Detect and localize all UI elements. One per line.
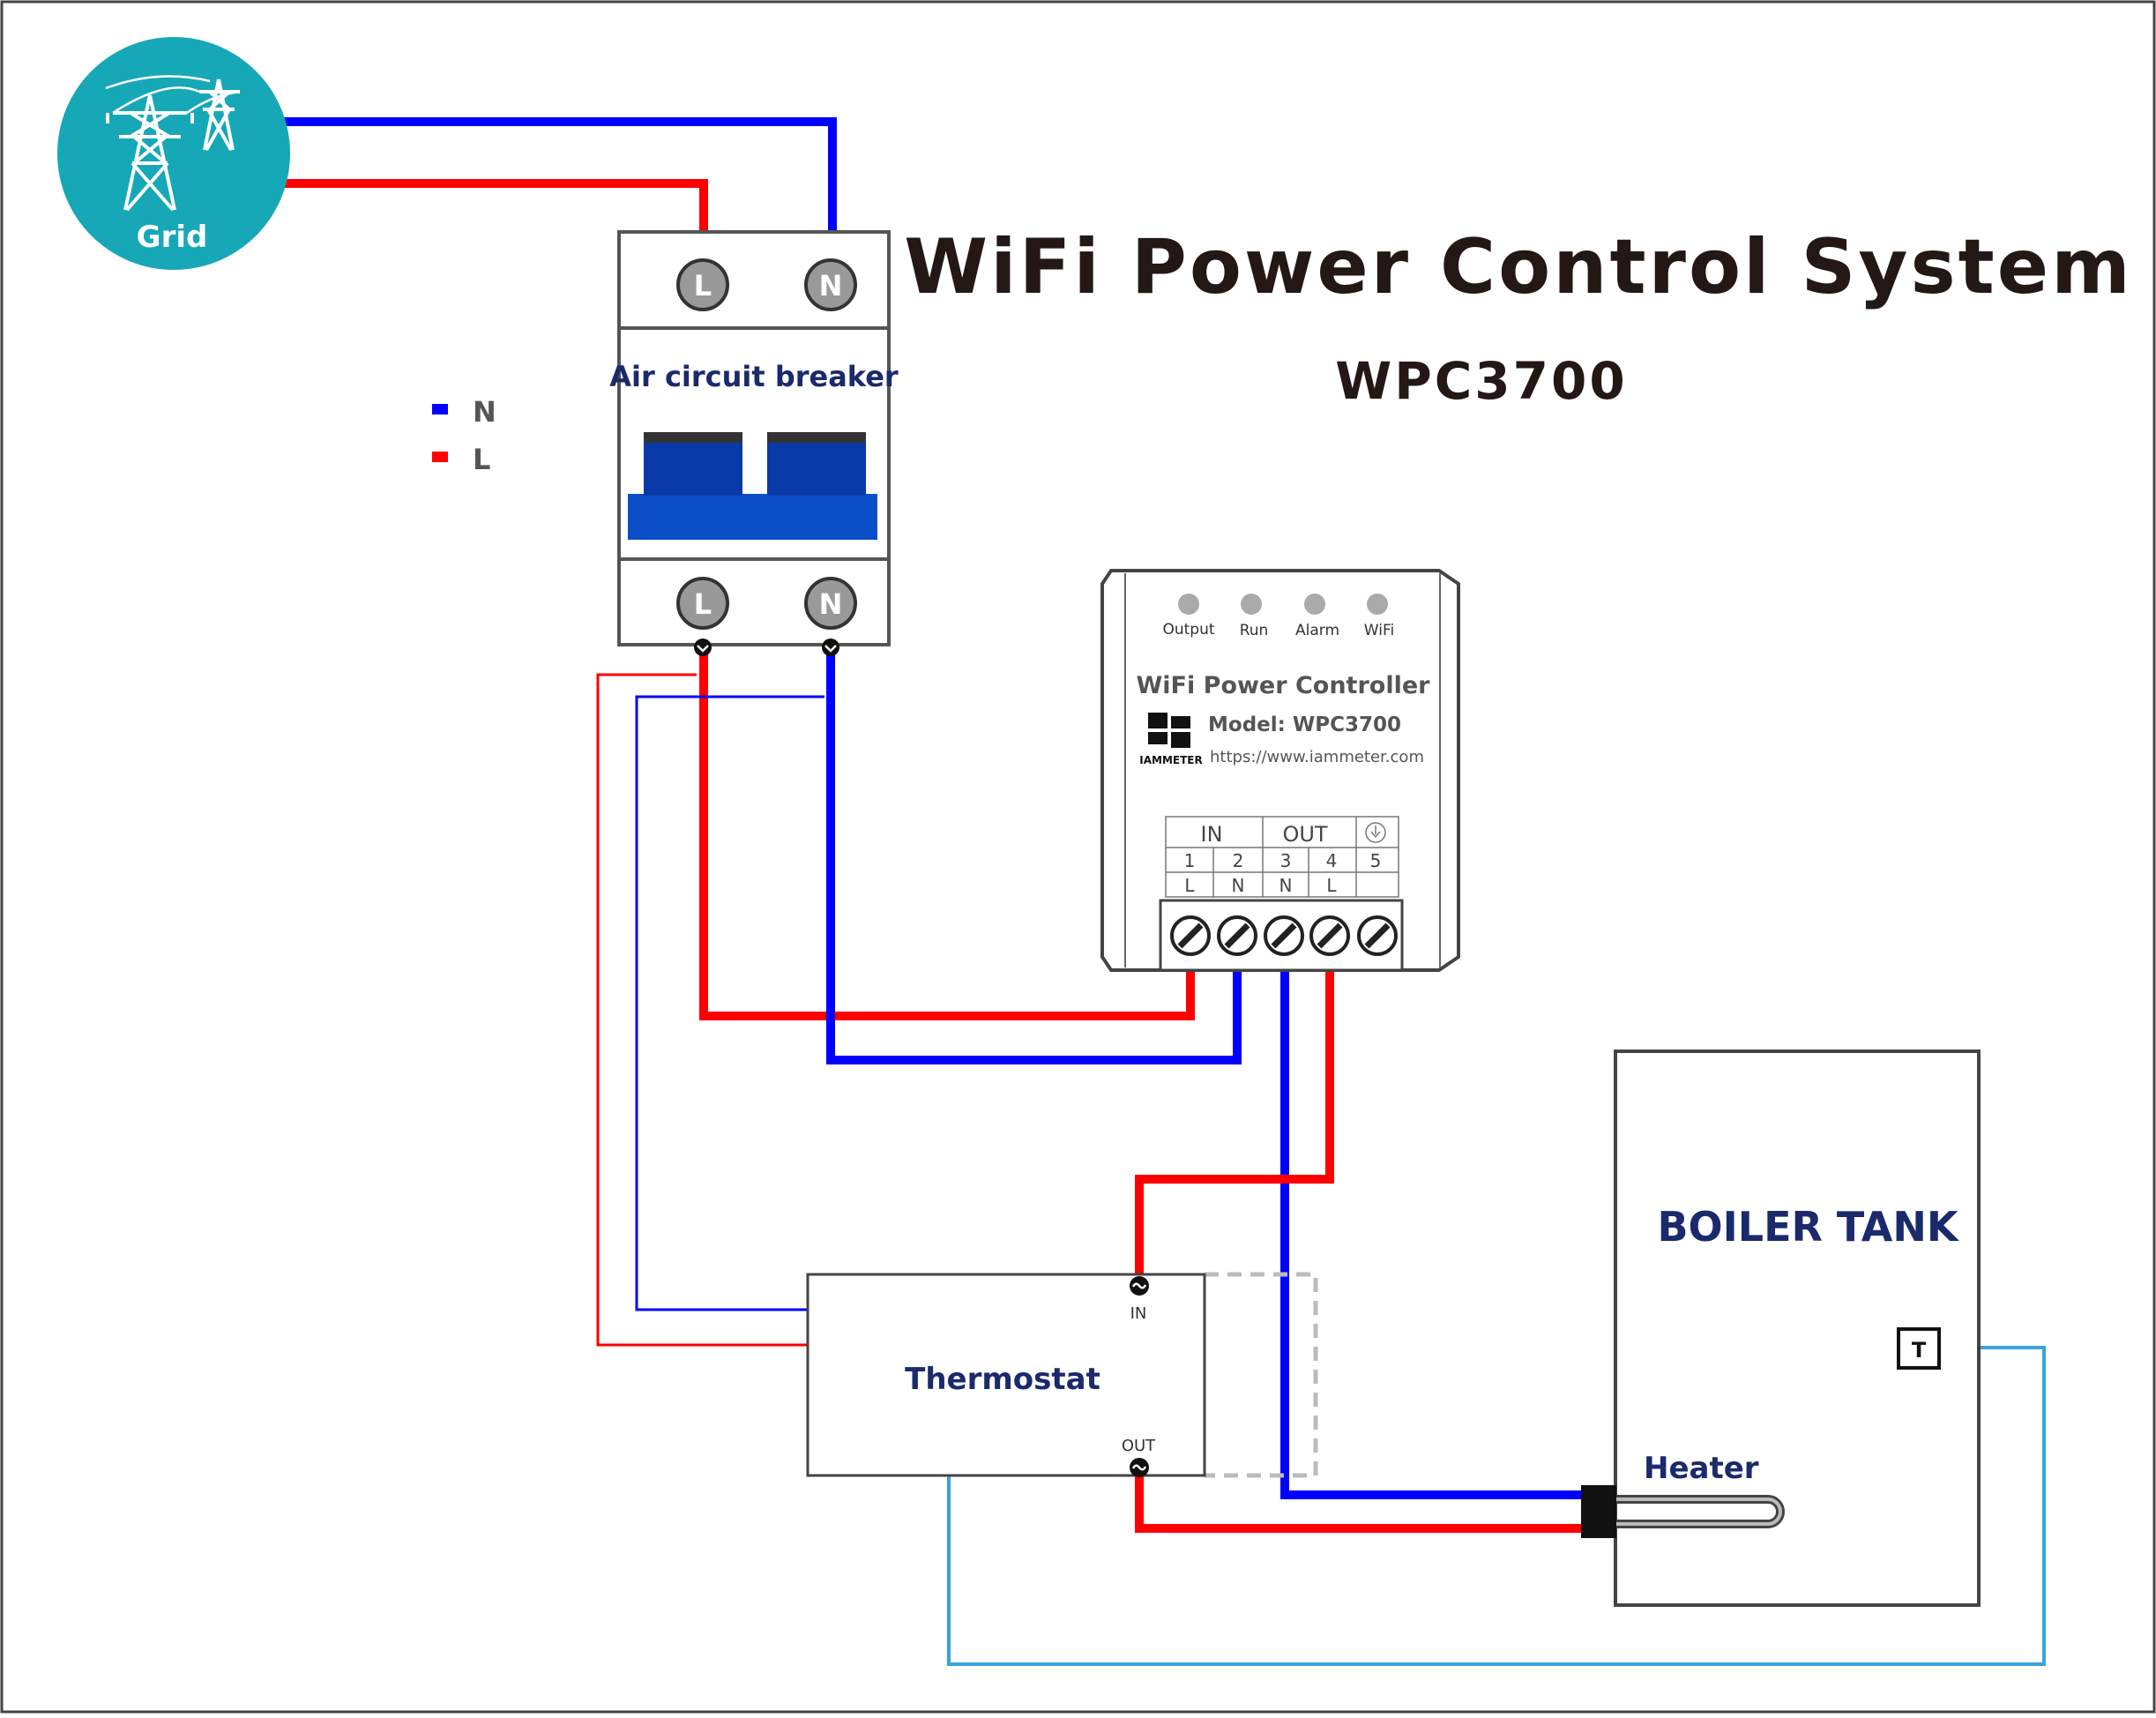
wifi-led-icon <box>1367 594 1388 615</box>
temperature-sensor-wire <box>947 1346 2046 1666</box>
legend-neutral-label: N <box>473 395 496 429</box>
led-label-alarm: Alarm <box>1295 622 1339 639</box>
thermostat-to-heater-live-wire <box>1135 1470 1583 1533</box>
thermostat-body <box>806 1273 1206 1477</box>
thermostat-out-label: OUT <box>1122 1437 1156 1455</box>
breaker-top-terminal-n: N <box>804 258 857 311</box>
svg-text:N: N <box>819 587 843 621</box>
grid-live-wire <box>282 179 708 231</box>
wires <box>282 117 2046 1666</box>
boiler-tank: BOILER TANK T Heater <box>1581 1049 1981 1607</box>
run-led-icon <box>1241 594 1262 615</box>
controller-name: WiFi Power Controller <box>1137 672 1431 699</box>
svg-text:N: N <box>1279 875 1293 896</box>
breaker-top-terminal-l: L <box>676 258 729 311</box>
breaker-bottom-terminal-n: N <box>804 577 857 630</box>
power-tower-icon <box>105 75 241 212</box>
led-label-output: Output <box>1162 621 1214 639</box>
screw-terminal-1 <box>1170 915 1211 956</box>
legend-live-label: L <box>473 443 490 476</box>
page-title: WiFi Power Control System <box>904 223 2132 311</box>
boiler-tank-label: BOILER TANK <box>1657 1203 1959 1251</box>
led-label-wifi: WiFi <box>1364 622 1394 639</box>
page-subtitle: WPC3700 <box>1335 351 1627 411</box>
screw-terminal-5 <box>1357 915 1398 956</box>
breaker-live-to-controller-wire <box>699 653 1195 1020</box>
brand-label: IAMMETER <box>1139 754 1202 766</box>
breaker-neutral-to-controller-wire <box>826 653 1242 1064</box>
breaker-bottom-terminal-l: L <box>676 577 729 630</box>
controller-leds: Output Run Alarm WiFi <box>1162 594 1394 639</box>
svg-text:L: L <box>694 587 712 621</box>
grid-source: Grid <box>57 37 290 270</box>
controller-live-to-thermostat-wire <box>1135 970 1334 1283</box>
svg-text:2: 2 <box>1233 850 1244 871</box>
legend-live-swatch <box>432 452 448 462</box>
table-group-out: OUT <box>1282 822 1327 847</box>
table-group-in: IN <box>1200 822 1222 847</box>
svg-text:N: N <box>1232 875 1245 896</box>
grid-circle <box>57 37 290 270</box>
breaker-connector-dots <box>694 639 839 656</box>
led-label-run: Run <box>1240 622 1269 639</box>
thermostat-neutral-supply-wire <box>635 695 824 1311</box>
legend-neutral-swatch <box>432 404 448 415</box>
thermostat-out-terminal-icon <box>1130 1458 1149 1477</box>
svg-text:3: 3 <box>1280 850 1292 871</box>
heater-connector <box>1581 1485 1616 1538</box>
output-led-icon <box>1178 594 1199 615</box>
screw-terminal-3 <box>1264 915 1304 956</box>
thermostat: Thermostat IN OUT <box>806 1273 1206 1477</box>
svg-text:L: L <box>1326 875 1337 896</box>
thermostat-in-terminal-icon <box>1130 1276 1149 1296</box>
iammeter-logo-icon <box>1148 713 1190 748</box>
heater-element-icon <box>1581 1485 1785 1538</box>
controller-body <box>1100 569 1460 972</box>
screw-terminal-block <box>1159 899 1404 972</box>
thermostat-live-supply-wire <box>596 673 808 1347</box>
controller-neutral-to-heater-wire <box>1280 970 1583 1499</box>
temperature-sensor: T <box>1897 1327 1941 1370</box>
sensor-label: T <box>1912 1338 1927 1363</box>
grid-neutral-wire <box>282 117 837 231</box>
screw-terminal-2 <box>1217 915 1257 956</box>
bypass-dashed-line <box>1205 1272 1318 1478</box>
thermostat-in-label: IN <box>1130 1304 1147 1323</box>
grid-label: Grid <box>137 220 208 255</box>
screw-terminal-4 <box>1309 915 1350 956</box>
terminal-table <box>1165 816 1399 898</box>
wire-legend: N L <box>432 395 496 476</box>
wifi-power-controller: Output Run Alarm WiFi WiFi Power Control… <box>1100 569 1460 972</box>
breaker-toggle-switch <box>628 432 877 540</box>
alarm-led-icon <box>1304 594 1325 615</box>
heater-label: Heater <box>1644 1451 1759 1486</box>
svg-text:L: L <box>694 269 712 303</box>
svg-text:L: L <box>1184 875 1195 896</box>
controller-model: Model: WPC3700 <box>1208 713 1401 736</box>
air-circuit-breaker: L N Air circuit breaker L N <box>609 230 899 656</box>
ground-symbol-icon <box>1365 822 1386 843</box>
svg-text:5: 5 <box>1370 850 1382 871</box>
thermostat-label: Thermostat <box>905 1362 1100 1397</box>
breaker-label: Air circuit breaker <box>609 360 899 393</box>
svg-text:1: 1 <box>1184 850 1196 871</box>
svg-text:N: N <box>819 269 843 303</box>
svg-text:4: 4 <box>1326 850 1338 871</box>
terminal-table-text: IN OUT 1 2 3 4 5 L N N L <box>1184 822 1386 896</box>
controller-url: https://www.iammeter.com <box>1210 748 1424 766</box>
